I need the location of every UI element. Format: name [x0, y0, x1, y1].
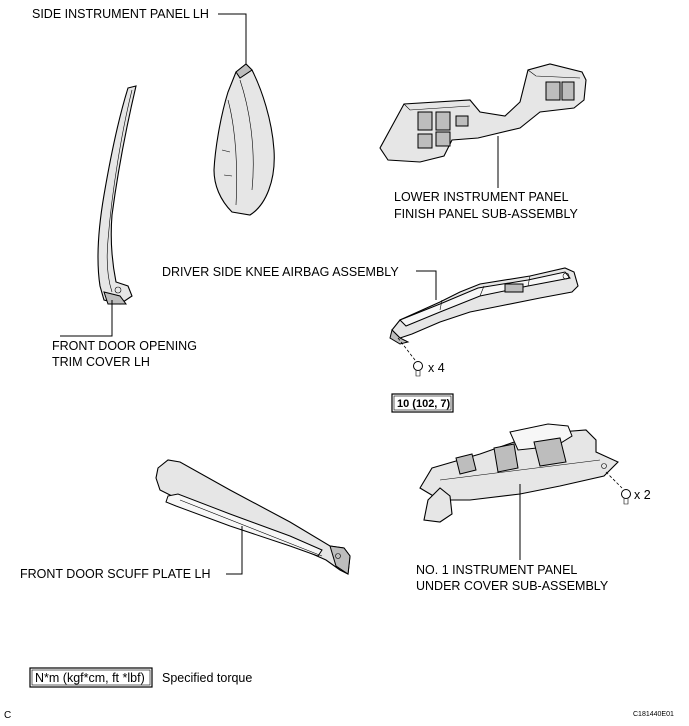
legend: N*m (kgf*cm, ft *lbf) Specified torque — [29, 667, 252, 688]
label-side-instrument-panel: SIDE INSTRUMENT PANEL LH — [32, 7, 209, 21]
label-bolt-qty-2: x 2 — [634, 488, 651, 502]
torque-box — [391, 393, 454, 413]
leader-door-trim — [60, 300, 113, 337]
bolt-dashline-2 — [605, 471, 623, 489]
front-door-opening-trim-cover-lh — [97, 85, 137, 305]
figure-code: C181440E01 — [633, 711, 674, 718]
driver-side-knee-airbag — [389, 267, 579, 345]
label-door-trim-line2: TRIM COVER LH — [52, 355, 150, 369]
label-knee-airbag: DRIVER SIDE KNEE AIRBAG ASSEMBLY — [162, 265, 399, 279]
label-scuff-plate: FRONT DOOR SCUFF PLATE LH — [20, 567, 211, 581]
label-door-trim-line1: FRONT DOOR OPENING — [52, 339, 197, 353]
torque-value: 10 (102, 7) — [397, 398, 451, 410]
lower-instrument-panel-finish-panel — [379, 63, 587, 163]
label-lower-panel-line1: LOWER INSTRUMENT PANEL — [394, 190, 569, 204]
leader-knee-airbag — [416, 270, 437, 300]
label-under-cover-line1: NO. 1 INSTRUMENT PANEL — [416, 563, 577, 577]
front-door-scuff-plate-lh — [155, 459, 351, 575]
legend-unit-box: N*m (kgf*cm, ft *lbf) — [35, 671, 145, 685]
label-lower-panel-line2: FINISH PANEL SUB-ASSEMBLY — [394, 207, 579, 221]
instrument-panel-under-cover — [419, 423, 619, 523]
leader-side-panel — [218, 13, 247, 64]
legend-text: Specified torque — [162, 671, 252, 685]
bolt-icon-1 — [413, 361, 423, 377]
bolt-icon-2 — [621, 489, 631, 505]
corner-letter: C — [4, 710, 11, 721]
label-under-cover-line2: UNDER COVER SUB-ASSEMBLY — [416, 579, 609, 593]
leader-scuff-plate — [226, 526, 243, 575]
label-bolt-qty-1: x 4 — [428, 361, 445, 375]
side-instrument-panel-lh — [213, 63, 275, 216]
